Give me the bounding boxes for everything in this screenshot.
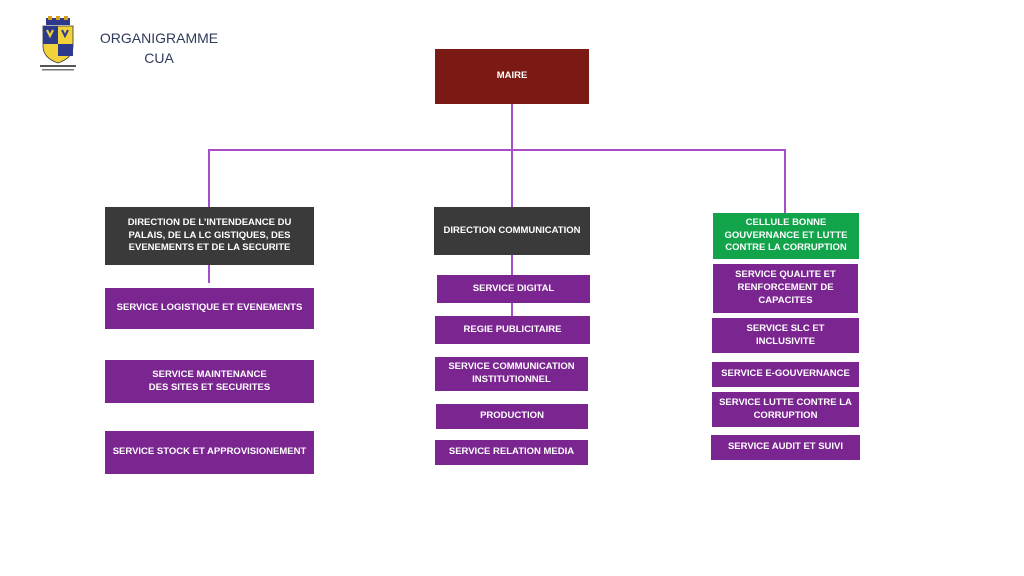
- service-digital-box[interactable]: SERVICE DIGITAL: [437, 275, 590, 303]
- connector-root-down: [511, 104, 513, 151]
- connector-center-down: [511, 149, 513, 207]
- service-qualite-box[interactable]: SERVICE QUALITE ET RENFORCEMENT DE CAPAC…: [713, 264, 858, 313]
- service-stock-box[interactable]: SERVICE STOCK ET APPROVISIONEMENT: [105, 431, 314, 474]
- maire-box[interactable]: MAIRE: [435, 49, 589, 104]
- service-communication-institutionnel-box[interactable]: SERVICE COMMUNICATION INSTITUTIONNEL: [435, 357, 588, 391]
- service-slc-box[interactable]: SERVICE SLC ET INCLUSIVITE: [712, 318, 859, 353]
- title-line-1: ORGANIGRAMME: [99, 30, 219, 46]
- connector-left-down: [208, 149, 210, 207]
- service-relation-media-box[interactable]: SERVICE RELATION MEDIA: [435, 440, 588, 465]
- direction-intendance-box[interactable]: DIRECTION DE L’INTENDEANCE DU PALAIS, DE…: [105, 207, 314, 265]
- production-box[interactable]: PRODUCTION: [436, 404, 588, 429]
- cellule-bonne-gouvernance-box[interactable]: CELLULE BONNE GOUVERNANCE ET LUTTE CONTR…: [713, 213, 859, 259]
- service-logistique-box[interactable]: SERVICE LOGISTIQUE ET EVENEMENTS: [105, 288, 314, 329]
- service-audit-suivi-box[interactable]: SERVICE AUDIT ET SUIVI: [711, 435, 860, 460]
- coat-of-arms-icon: [40, 16, 76, 71]
- title-line-2: CUA: [144, 50, 174, 66]
- direction-communication-box[interactable]: DIRECTION COMMUNICATION: [434, 207, 590, 255]
- connector-right-down: [784, 149, 786, 213]
- connector-left-stem: [208, 265, 210, 283]
- service-e-gouvernance-box[interactable]: SERVICE E-GOUVERNANCE: [712, 362, 859, 387]
- service-maintenance-box[interactable]: SERVICE MAINTENANCE DES SITES ET SECURIT…: [105, 360, 314, 403]
- page-title: ORGANIGRAMME CUA: [98, 28, 220, 68]
- regie-publicitaire-box[interactable]: REGIE PUBLICITAIRE: [435, 316, 590, 344]
- connector-horizontal: [208, 149, 786, 151]
- service-lutte-corruption-box[interactable]: SERVICE LUTTE CONTRE LA CORRUPTION: [712, 392, 859, 427]
